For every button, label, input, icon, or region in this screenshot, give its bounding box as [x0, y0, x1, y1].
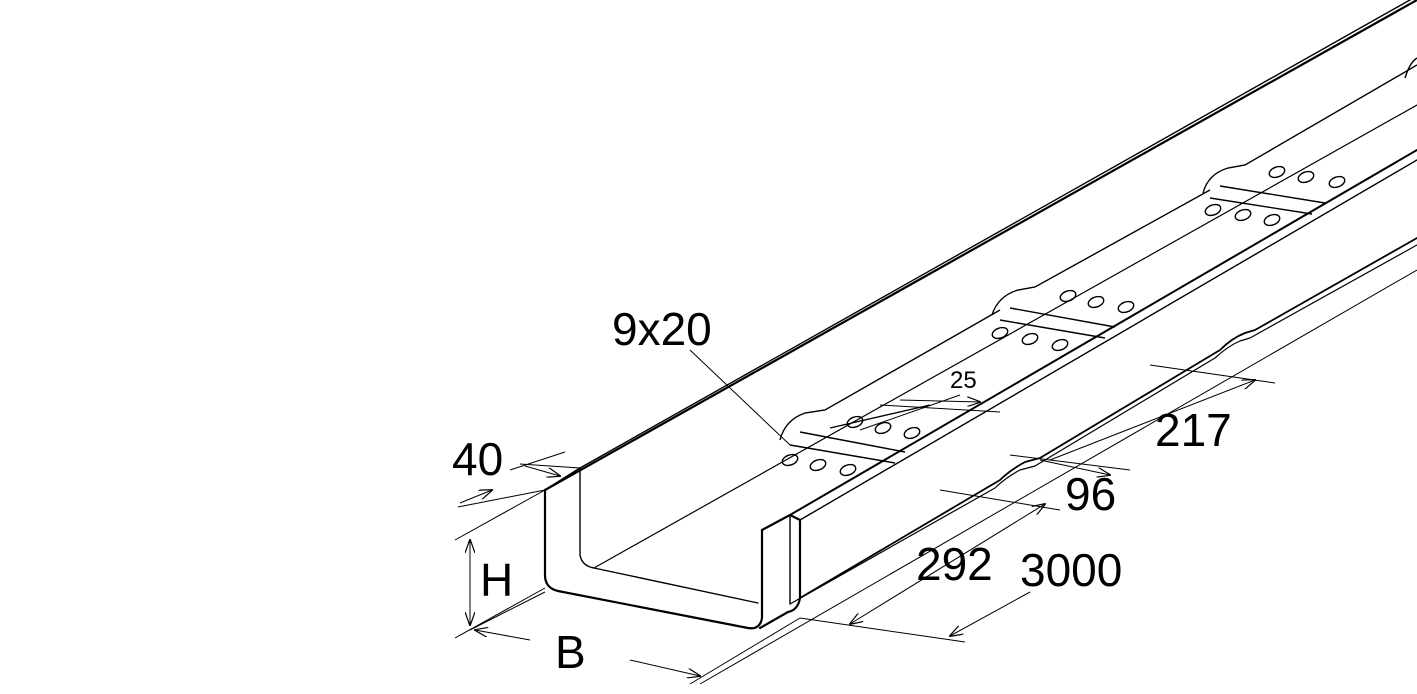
left-wall-top-edge: [543, 0, 1417, 492]
width-label: B: [555, 626, 586, 678]
tray-body: [543, 0, 1417, 630]
perforation-rib-1: [779, 309, 1001, 477]
right-wall-top-edge: [789, 149, 1417, 516]
left-wall-top-inner-edge: [579, 0, 1412, 469]
flange-dimension-arrow: [524, 465, 560, 476]
offset-dimension-line: [850, 504, 1045, 624]
left-wall-front: [543, 488, 764, 630]
right-wall-lower-edge: [799, 237, 1417, 599]
perforation-pitch-line: [1049, 380, 1255, 461]
perforation-rib-3: [1202, 64, 1417, 227]
slot-size-label: 9x20: [612, 303, 712, 355]
length-label: 3000: [1020, 544, 1122, 596]
end-offset-label: 292: [916, 538, 993, 590]
flange-label: 40: [452, 433, 503, 485]
width-dimension-arrow-left: [475, 630, 531, 641]
perforation-pitch-label: 217: [1155, 404, 1232, 456]
width-dimension-arrow-right: [629, 659, 700, 676]
perforation-rib-2: [991, 189, 1211, 352]
left-wall-front-inner: [579, 467, 759, 604]
height-label: H: [480, 554, 513, 606]
bottom-perforations: [779, 57, 1417, 477]
perforation-length-line: [1039, 459, 1110, 475]
dimension-lines: [454, 269, 1417, 685]
slot-spacing-label: 25: [950, 367, 977, 394]
slot-leader-line: [689, 349, 791, 446]
length-dimension-line: [950, 591, 1031, 636]
tray-bottom-inner-line: [593, 104, 1417, 569]
perforation-length-label: 96: [1065, 468, 1116, 520]
right-wall-front: [758, 513, 802, 630]
